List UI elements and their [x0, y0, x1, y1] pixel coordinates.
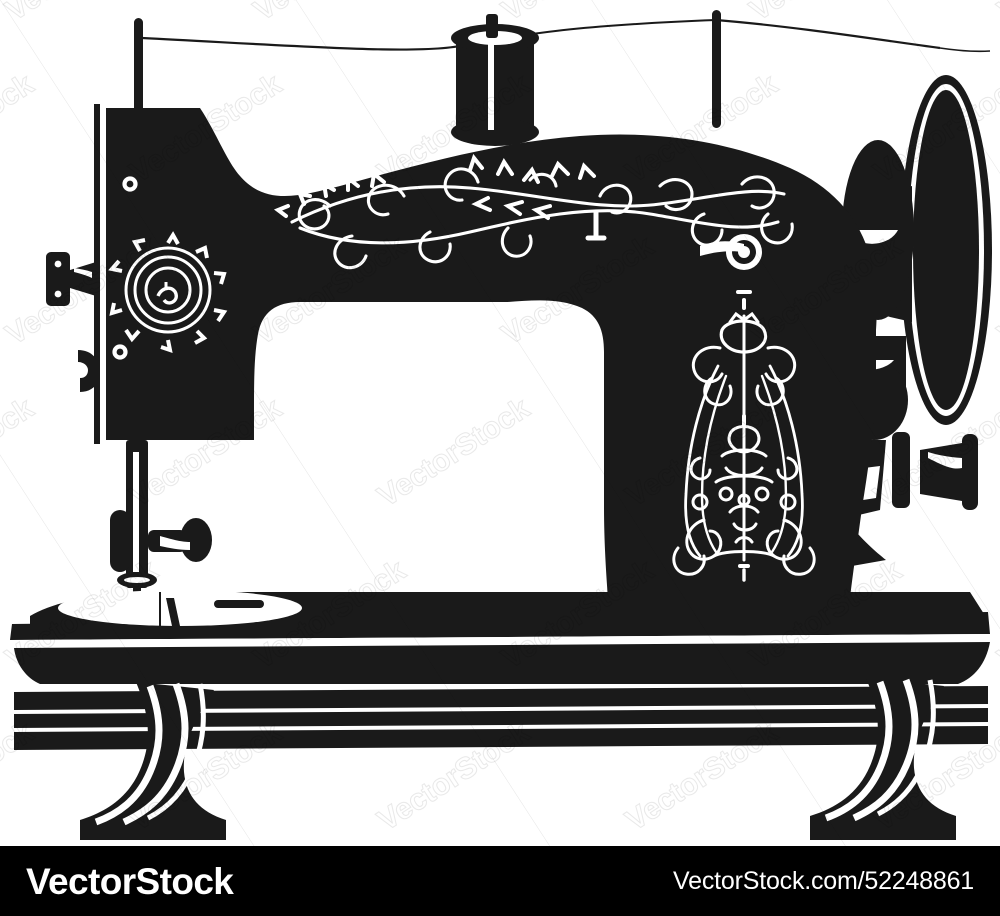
needle-plate	[58, 590, 302, 626]
footer-brand-label: VectorStock	[26, 860, 234, 902]
thread-post-right	[712, 10, 721, 128]
spool	[451, 24, 539, 146]
thread-take-up	[110, 510, 130, 572]
face-plate-seam	[100, 104, 106, 444]
face-screw-top-in	[126, 180, 134, 188]
hand-wheel	[900, 75, 992, 425]
spool-pin	[486, 14, 498, 38]
face-screw-bottom-in	[116, 348, 124, 356]
footer-bar: VectorStock VectorStock.com/52248861	[0, 846, 1000, 916]
footer-url-label: VectorStock.com/52248861	[673, 866, 974, 895]
